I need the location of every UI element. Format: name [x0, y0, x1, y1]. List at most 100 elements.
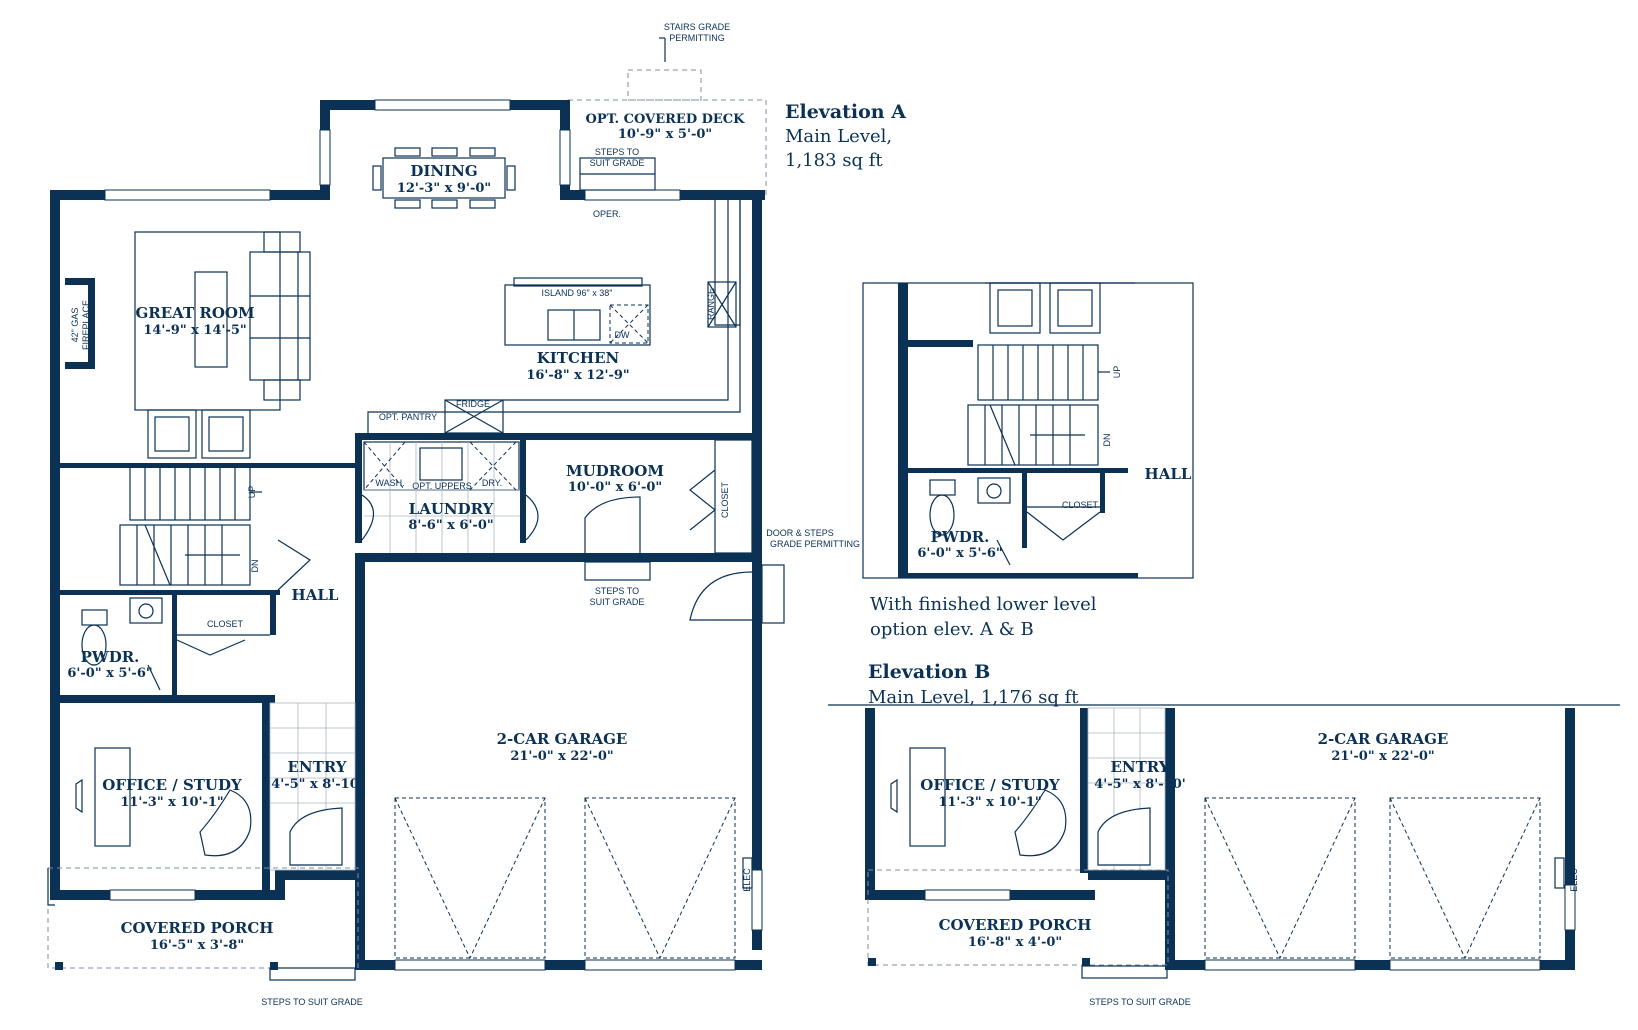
front-door-swing	[289, 807, 343, 866]
wash-label: WASH.	[375, 478, 404, 488]
hall-door-swing	[277, 539, 311, 591]
wall-garage-bottom	[355, 960, 762, 970]
b-garage-opening-1	[1204, 959, 1356, 971]
garage-steps	[584, 561, 651, 581]
door-steps-label-1: DOOR & STEPS	[766, 528, 834, 538]
lower-level-option-inset	[862, 282, 1194, 579]
dishwasher	[609, 304, 649, 344]
inset-closet-doors	[1026, 511, 1101, 541]
b-porch-steps-label: STEPS TO SUIT GRADE	[1089, 997, 1191, 1007]
inset-wall-bottom	[908, 573, 1138, 578]
pwdr-sink	[129, 597, 163, 624]
mudroom-closet-label: CLOSET	[720, 481, 730, 518]
laundry-name: LAUNDRY	[409, 500, 494, 518]
kitchen-counter-front	[503, 200, 729, 401]
b-office-chair	[890, 778, 898, 814]
mudroom-closet-doors	[689, 469, 716, 531]
inset-toilet-bowl	[929, 494, 955, 536]
opt-covered-deck-dim: 10'-9" x 5'-0"	[618, 127, 712, 142]
fridge	[444, 399, 504, 434]
entry-dim: 4'-5" x 8'-10'	[271, 777, 363, 792]
kitchen-dim: 16'-8" x 12'-9"	[526, 368, 629, 383]
wall-right-exterior	[752, 190, 762, 950]
electrical-panel	[742, 857, 753, 889]
great-room-name: GREAT ROOM	[135, 304, 254, 322]
inset-frame	[862, 282, 1194, 579]
garage-steps-label-1: STEPS TO	[595, 586, 639, 596]
pwdr-sink-basin	[138, 603, 154, 619]
porch-steps	[269, 967, 356, 981]
covered-porch-dim: 16'-5" x 3'-8"	[150, 938, 244, 953]
porch-post-left	[55, 962, 63, 970]
b-porch-post-left	[868, 958, 876, 966]
window-kitchen-door	[584, 189, 681, 201]
deck-steps-label-2: SUIT GRADE	[590, 158, 645, 168]
stair-up-label: UP	[247, 486, 257, 499]
garage-steps-label-2: SUIT GRADE	[590, 597, 645, 607]
fireplace-top	[65, 278, 95, 285]
labels-elevation-a: STAIRS GRADE PERMITTING OPT. COVERED DEC…	[67, 22, 860, 1007]
wall-pwdr-office	[60, 695, 275, 703]
window-dining-right	[559, 129, 571, 186]
stair-up-flight	[129, 464, 251, 521]
mudroom-dim: 10'-0" x 6'-0"	[568, 480, 662, 495]
pwdr-door	[147, 664, 161, 691]
dining-chairs	[372, 147, 516, 209]
stairs-grade-label-2: PERMITTING	[669, 33, 725, 43]
elec-label: ELEC	[742, 868, 752, 892]
inset-wall-top	[908, 340, 973, 347]
inset-armchairs	[985, 282, 1135, 334]
porch-rail	[47, 868, 55, 906]
fireplace-side	[88, 278, 95, 369]
b-office-name: OFFICE / STUDY	[920, 776, 1060, 794]
office-lounge-chair	[199, 789, 252, 857]
b-garage-opening-2	[1389, 959, 1541, 971]
garage-dim: 21'-0" x 22'-0"	[510, 749, 613, 764]
garage-door-opening-1	[394, 959, 546, 971]
great-room-dim: 14'-9" x 14'-5"	[143, 323, 246, 338]
office-dim: 11'-3" x 10'-1"	[120, 795, 223, 810]
dining-dim: 12'-3" x 9'-0"	[397, 181, 491, 196]
kitchen-name: KITCHEN	[537, 349, 620, 367]
elevation-b-subtitle: Main Level, 1,176 sq ft	[868, 687, 1079, 708]
window-dining-rear	[374, 99, 511, 111]
elevation-b-plan	[828, 704, 1620, 979]
lower-level-caption-2: option elev. A & B	[870, 619, 1034, 640]
garage-side-steps	[761, 564, 785, 624]
wall-left-exterior	[50, 190, 60, 900]
covered-porch-outline	[47, 867, 359, 969]
labels-elevation-b: OFFICE / STUDY 11'-3" x 10'-1" ENTRY 4'-…	[920, 730, 1579, 1007]
porch-steps-label: STEPS TO SUIT GRADE	[261, 997, 363, 1007]
b-covered-porch-outline	[867, 869, 1169, 966]
b-garage-name: 2-CAR GARAGE	[1318, 730, 1449, 748]
fireplace-bottom	[65, 362, 95, 369]
fridge-x	[444, 399, 504, 434]
inset-sink-basin	[986, 483, 1002, 499]
inset-sink	[977, 477, 1011, 504]
window-office	[109, 889, 196, 901]
office-name: OFFICE / STUDY	[102, 776, 242, 794]
b-covered-porch-dim: 16'-8" x 4'-0"	[968, 935, 1062, 950]
closet-doors	[176, 639, 246, 656]
stair-dn-label: DN	[250, 560, 260, 573]
oper-label: OPER.	[593, 209, 621, 219]
pwdr-name: PWDR.	[81, 648, 140, 666]
fireplace-label-2: FIREPLACE	[81, 300, 91, 350]
wall-garage-left	[355, 560, 365, 970]
dining-table	[382, 157, 506, 199]
fireplace-label-1: 42" GAS	[70, 308, 80, 343]
pwdr-dim: 6'-0" x 5'-6"	[67, 666, 152, 681]
stairs-grade-label-1: STAIRS GRADE	[664, 22, 730, 32]
window-garage-side	[751, 869, 763, 931]
pwdr-toilet-bowl	[81, 624, 107, 666]
inset-hall-name: HALL	[1145, 465, 1192, 483]
door-steps-label-2: GRADE PERMITTING	[770, 539, 860, 549]
b-wall-garage-left	[1165, 708, 1175, 970]
b-wall-left	[865, 708, 875, 898]
garage-door-right	[584, 797, 736, 960]
office-chair	[75, 778, 83, 814]
inset-wall-left	[898, 283, 908, 578]
fridge-label: FRIDGE	[456, 399, 490, 409]
exterior-stairs-outline	[627, 69, 702, 101]
